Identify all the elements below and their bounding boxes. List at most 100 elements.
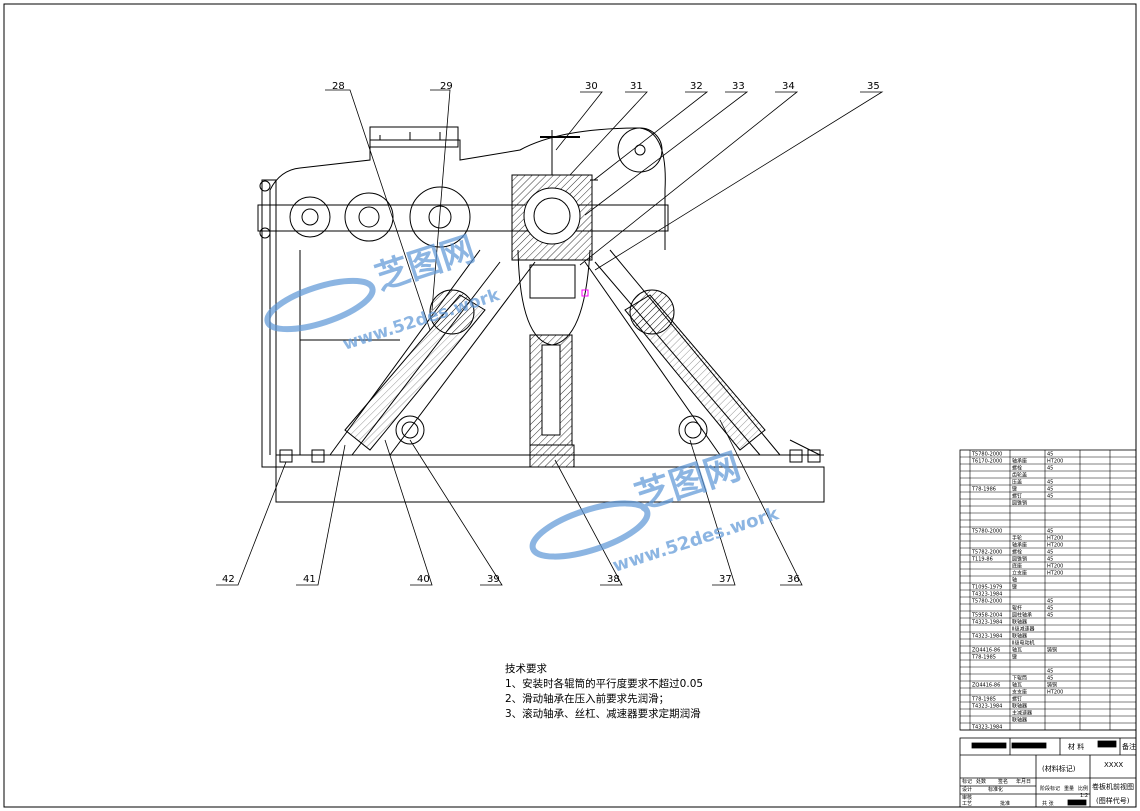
parts-table-cell: HT200 (1047, 459, 1063, 465)
parts-table-cell: 辊杆 (1012, 605, 1022, 612)
part-label: 34 (782, 81, 795, 92)
parts-table-cell: 圆锥销 (1012, 500, 1027, 507)
part-label: 35 (867, 81, 880, 92)
parts-table-cell: 铸铜 (1047, 647, 1057, 654)
parts-table-cell: 轴承座 (1012, 458, 1027, 465)
parts-table-cell: 圆锥销 (1012, 556, 1027, 563)
parts-table-cell: HT200 (1047, 571, 1063, 577)
sign-label: 签名 (998, 778, 1008, 785)
parts-table-cell: 45 (1047, 452, 1053, 458)
parts-table-cell: 45 (1047, 599, 1053, 605)
review-label: 审核 (962, 794, 972, 801)
mark-label: 标记 (962, 778, 972, 785)
parts-table-cell: T4323-1984 (971, 634, 1002, 640)
parts-table-cell: 45 (1047, 669, 1053, 675)
part-label: 30 (585, 81, 598, 92)
parts-table-cell: 键 (1012, 584, 1017, 591)
parts-table-cell: 齿轮盖 (1012, 472, 1027, 479)
part-labels: 28 29 30 31 32 33 34 35 36 37 38 39 40 4… (222, 81, 880, 585)
parts-table-cell: 45 (1047, 529, 1053, 535)
parts-table-cell: T5782-2000 (971, 550, 1002, 556)
approve-label: 批准 (1000, 800, 1010, 807)
material-header: 材 料 (1068, 742, 1084, 751)
designer-label: 设计 (962, 786, 972, 793)
parts-table-cell: T5780-2000 (971, 452, 1002, 458)
parts-table-cell: 下辊筒 (1012, 675, 1027, 682)
parts-table-cell: 45 (1047, 557, 1053, 563)
parts-table-cell: 键 (1012, 486, 1017, 493)
parts-table-cell: HT200 (1047, 564, 1063, 570)
parts-table-cell: 螺栓 (1012, 549, 1022, 556)
part-label: 31 (630, 81, 643, 92)
machine-drawing (257, 126, 825, 503)
part-label: 41 (303, 574, 316, 585)
parts-table-cell: 底座 (1012, 563, 1022, 570)
parts-table-cell: 45 (1047, 606, 1053, 612)
weight-label: 重量 (1064, 785, 1074, 792)
right-support-roller (678, 415, 708, 445)
parts-table-cell: 轴瓦 (1012, 682, 1022, 689)
gear-4 (617, 127, 663, 173)
parts-table-cell: T4323-1984 (971, 704, 1002, 710)
parts-table-cell: T5780-2000 (971, 529, 1002, 535)
scale-value: 1:2 (1080, 793, 1088, 799)
notes-item: 1、安装时各辊筒的平行度要求不超过0.05 (505, 678, 704, 690)
parts-table-cell: T78-1986 (971, 487, 996, 493)
scale-label: 比例 (1078, 785, 1088, 792)
watermark-url: www.52des.work (610, 503, 782, 577)
parts-table-cell: 手轮 (1012, 535, 1022, 542)
parts-table-cell: T119-86 (971, 557, 993, 563)
parts-table-cell: 轴承座 (1012, 542, 1027, 549)
remarks-header: 备注 (1122, 742, 1136, 751)
part-label: 38 (607, 574, 620, 585)
notes-item: 3、滚动轴承、丝杠、减速器要求定期润滑 (505, 708, 701, 720)
notes-item: 2、滑动轴承在压入前要求先润滑； (505, 693, 670, 705)
gear-2 (344, 192, 394, 242)
process-label: 工艺 (962, 801, 972, 807)
parts-table-cell: T4323-1984 (971, 592, 1002, 598)
parts-table-cell: HT200 (1047, 543, 1063, 549)
watermark-brand: 芝图网 (370, 229, 479, 299)
material-mark: (材料标记) (1042, 764, 1076, 773)
parts-table-cell: Ⅱ级减速器 (1012, 626, 1034, 633)
parts-table-cell: T78-1985 (971, 697, 996, 703)
parts-table-cell: Ⅱ级电动机 (1012, 640, 1034, 647)
parts-table-cell: 45 (1047, 487, 1053, 493)
part-label: 42 (222, 574, 235, 585)
parts-table-cell: ZQ4416-86 (972, 648, 1000, 654)
gear-1 (289, 196, 331, 238)
parts-table-cell: 圆柱轴承 (1012, 612, 1032, 619)
part-label: 33 (732, 81, 745, 92)
part-label: 32 (690, 81, 703, 92)
right-lower-roll (629, 289, 675, 335)
gear-3 (409, 186, 471, 248)
parts-table-cell: 45 (1047, 494, 1053, 500)
parts-table-cell: 螺钉 (1012, 696, 1022, 703)
parts-table-cell: 联轴器 (1012, 633, 1027, 640)
parts-table-cell: 45 (1047, 676, 1053, 682)
notes-title: 技术要求 (505, 663, 547, 675)
parts-table-cell: T5958-2004 (971, 613, 1002, 619)
leader-lines (216, 89, 884, 586)
left-lower-roll (429, 289, 475, 335)
part-label: 29 (440, 81, 453, 92)
parts-table-cell: 主减速器 (1012, 710, 1032, 717)
parts-table-cell: T1095-1979 (971, 585, 1002, 591)
drawing-code: (图样代号) (1096, 796, 1130, 805)
technical-requirements: 技术要求 1、安装时各辊筒的平行度要求不超过0.05 2、滑动轴承在压入前要求先… (505, 662, 805, 722)
parts-table-cell: 螺栓 (1012, 465, 1022, 472)
drawing-name: 卷板机前视图 (1092, 782, 1134, 791)
standard-label: 标准化 (988, 786, 1003, 793)
part-label: 37 (719, 574, 732, 585)
parts-table-cell: T6170-2000 (971, 459, 1002, 465)
parts-table-cell: 压盖 (1012, 479, 1022, 486)
part-label: 40 (417, 574, 430, 585)
left-support-roller (395, 415, 425, 445)
upper-roll (523, 187, 581, 245)
sheet-border (3, 3, 1137, 808)
parts-table-cell: 联轴器 (1012, 703, 1027, 710)
date-label: 年月日 (1016, 778, 1031, 785)
watermark-brand: 芝图网 (630, 446, 745, 518)
